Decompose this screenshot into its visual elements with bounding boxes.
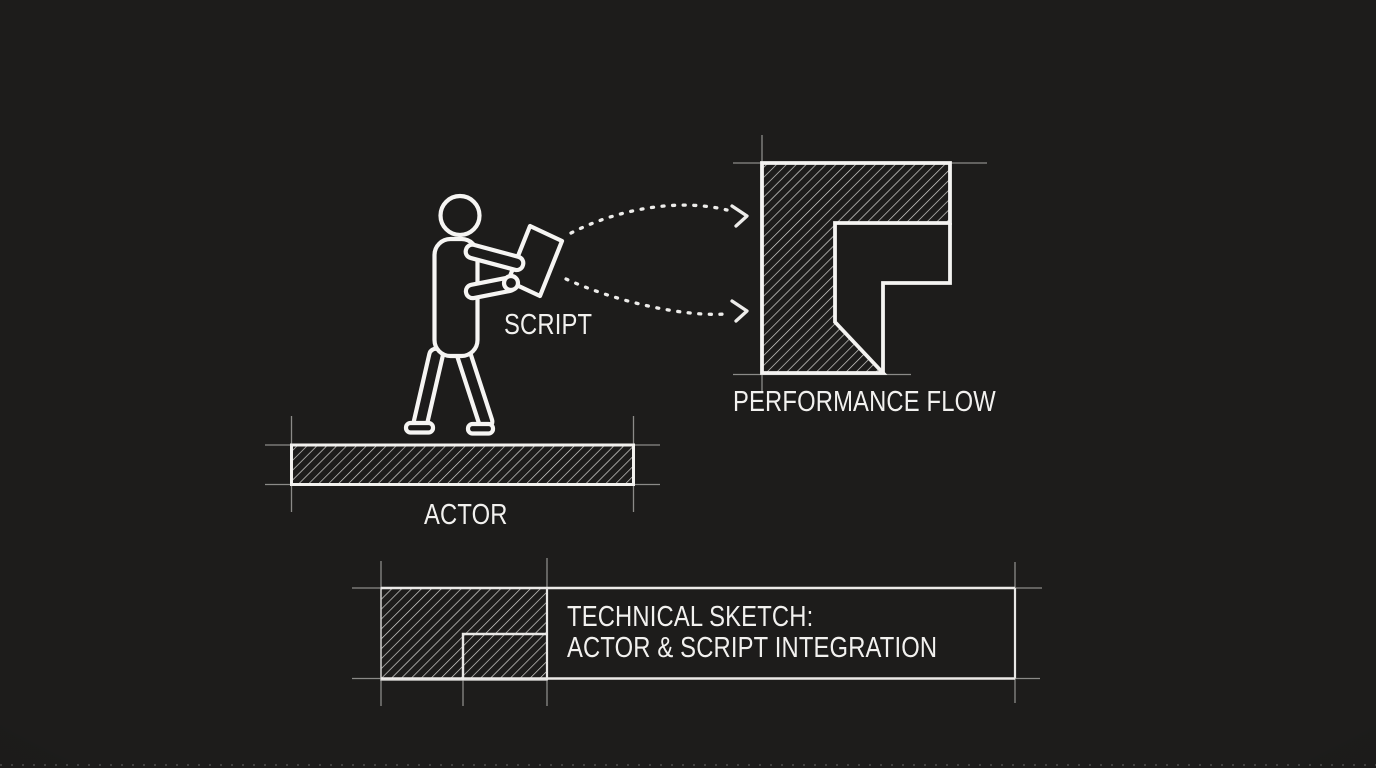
head [438, 193, 482, 238]
upper-arm [463, 242, 526, 273]
film-grain-marks [0, 764, 1376, 766]
front-leg [411, 346, 445, 432]
title-block-notch-outline [461, 632, 547, 680]
performance-flow-shape [760, 161, 952, 375]
flow-arrows [564, 203, 749, 323]
title-line-2: ACTOR & SCRIPT INTEGRATION [567, 632, 938, 664]
actor-label: ACTOR [424, 499, 508, 531]
title-line-1: TECHNICAL SKETCH: [567, 601, 814, 633]
platform-hatched-bar [290, 443, 635, 486]
flow-arrow-upper [569, 203, 729, 235]
arrowhead-lower-icon [730, 299, 749, 323]
back-foot [465, 421, 496, 436]
front-foot [403, 420, 436, 435]
performance-flow-label: PERFORMANCE FLOW [733, 386, 996, 418]
hand [501, 273, 521, 293]
flow-shape-hatched-body [760, 161, 952, 375]
flow-shape-leg-outline [881, 223, 952, 373]
title-block-graphics [380, 586, 1017, 681]
actor-figure [403, 193, 565, 436]
stage-platform [290, 443, 635, 486]
flow-arrow-lower [564, 277, 728, 316]
arrowhead-upper-icon [730, 204, 749, 228]
script-label: SCRIPT [504, 309, 593, 341]
